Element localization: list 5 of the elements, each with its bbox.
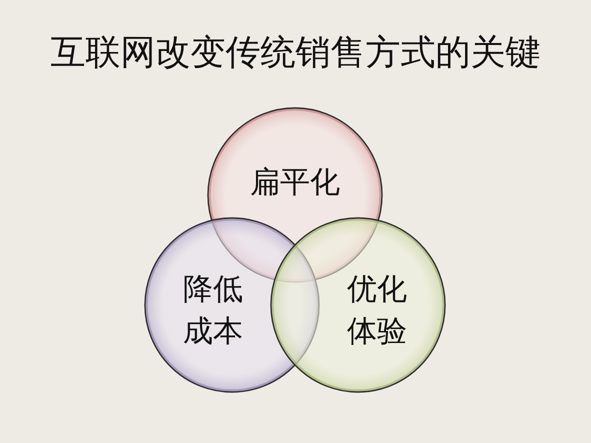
circle-label: 降低成本 [182, 271, 244, 351]
circle-label: 扁平化 [250, 164, 340, 202]
title: 互联网改变传统销售方式的关键 [50, 32, 540, 75]
venn-circle [270, 217, 446, 393]
circle-label: 优化体验 [346, 271, 408, 351]
